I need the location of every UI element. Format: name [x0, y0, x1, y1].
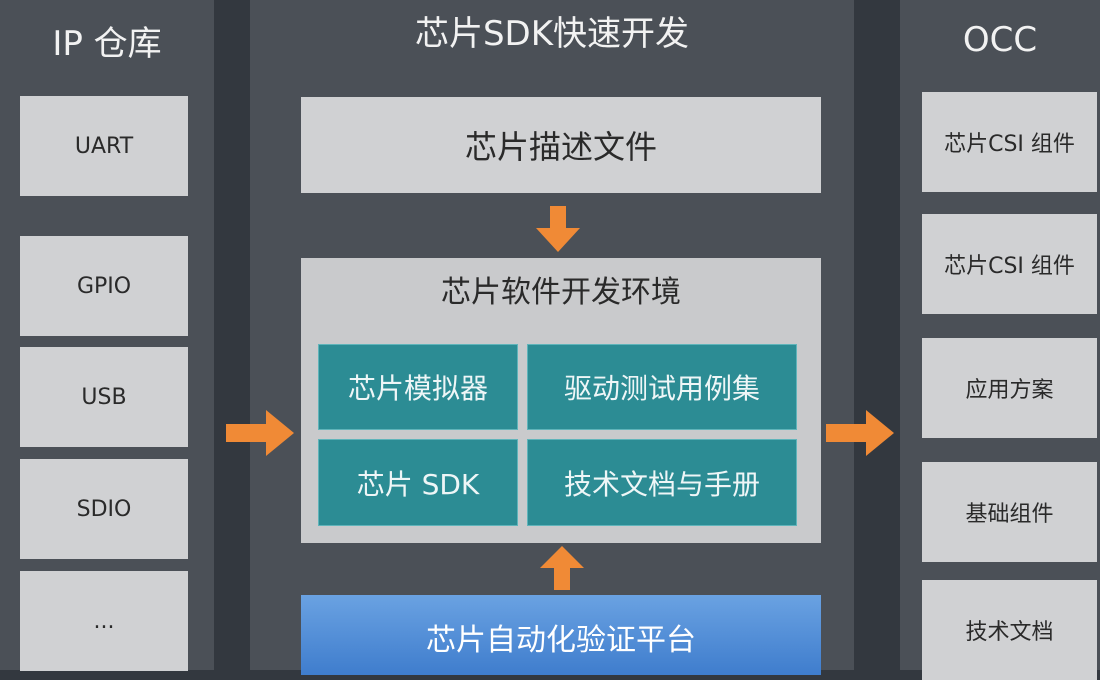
occ-item-chip-csi-2: 芯片CSI 组件	[922, 214, 1097, 314]
arrow-right-icon	[826, 410, 894, 456]
module-chip-sdk: 芯片 SDK	[318, 439, 518, 526]
chip-auto-verify-platform: 芯片自动化验证平台	[301, 595, 821, 675]
module-driver-test-cases: 驱动测试用例集	[527, 344, 797, 430]
ip-repository-title: IP 仓库	[52, 24, 162, 64]
chip-sdk-panel: 芯片SDK快速开发 芯片描述文件 芯片软件开发环境 芯片模拟器 驱动测试用例集 …	[250, 0, 854, 675]
chip-description-file-box: 芯片描述文件	[301, 97, 821, 193]
arrow-right-icon	[226, 410, 294, 456]
ip-item-sdio: SDIO	[20, 459, 188, 559]
arrow-down-icon	[536, 206, 580, 252]
ip-repository-panel: IP 仓库 UART GPIO USB SDIO ...	[0, 0, 214, 671]
occ-item-basic-components: 基础组件	[922, 462, 1097, 562]
ip-item-uart: UART	[20, 96, 188, 196]
occ-item-chip-csi-1: 芯片CSI 组件	[922, 92, 1097, 192]
arrow-up-icon	[540, 546, 584, 590]
chip-sdk-title: 芯片SDK快速开发	[414, 14, 690, 54]
occ-item-tech-docs: 技术文档	[922, 580, 1097, 680]
occ-panel: OCC 芯片CSI 组件 芯片CSI 组件 应用方案 基础组件 技术文档	[900, 0, 1100, 680]
occ-title: OCC	[962, 20, 1038, 60]
ip-item-usb: USB	[20, 347, 188, 447]
module-tech-docs-manual: 技术文档与手册	[527, 439, 797, 526]
ip-item-gpio: GPIO	[20, 236, 188, 336]
chip-dev-environment: 芯片软件开发环境 芯片模拟器 驱动测试用例集 芯片 SDK 技术文档与手册	[301, 258, 821, 543]
ip-item-more: ...	[20, 571, 188, 671]
dev-environment-title: 芯片软件开发环境	[441, 275, 681, 310]
occ-item-application-solution: 应用方案	[922, 338, 1097, 438]
module-chip-simulator: 芯片模拟器	[318, 344, 518, 430]
